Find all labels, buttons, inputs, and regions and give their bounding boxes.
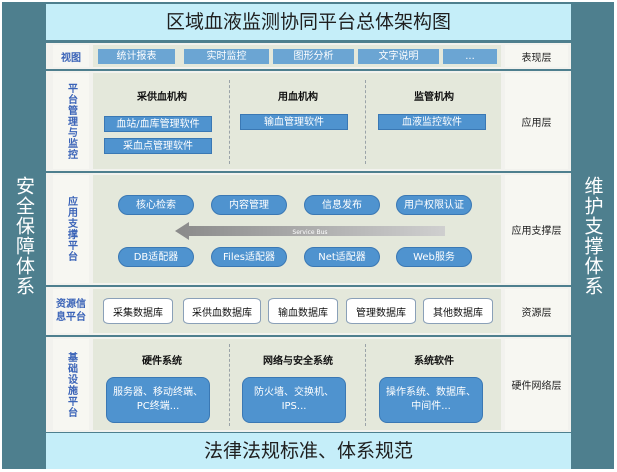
app-divider-1: [229, 80, 230, 164]
service-web[interactable]: Web服务: [396, 247, 472, 267]
tab-realtime[interactable]: 实时监控: [184, 49, 269, 64]
row-infra-layer: 硬件网络层: [505, 339, 568, 430]
row-view-label: 视图: [53, 45, 89, 67]
row-infra-label: 基础设施平台: [53, 339, 89, 430]
adapter-db[interactable]: DB适配器: [118, 247, 194, 267]
row-app-layer: 应用层: [505, 73, 568, 169]
service-bus-label: Service Bus: [292, 229, 327, 236]
tab-graph[interactable]: 图形分析: [273, 49, 354, 64]
infra-col-head-3: 系统软件: [414, 356, 454, 367]
row-app-label-text: 平台管理与监控: [65, 82, 77, 160]
db-collection[interactable]: 采集数据库: [103, 298, 173, 324]
row-app-label: 平台管理与监控: [53, 73, 89, 169]
infra-divider-2: [365, 344, 366, 426]
tab-more[interactable]: ...: [443, 49, 497, 64]
adapter-net[interactable]: Net适配器: [304, 247, 380, 267]
collection-point-software[interactable]: 采血点管理软件: [104, 138, 212, 154]
row-support-label: 应用支撑平台: [53, 175, 89, 283]
row-view-layer: 表现层: [505, 45, 568, 67]
tab-statistics[interactable]: 统计报表: [98, 49, 175, 64]
row-infra-label-text: 基础设施平台: [65, 351, 77, 418]
app-divider-2: [365, 80, 366, 164]
infra-system-software[interactable]: 操作系统、数据库、中间件...: [379, 377, 483, 423]
service-bus-shape: [175, 222, 445, 240]
row-resource-layer: 资源层: [505, 289, 568, 333]
row-support-layer: 应用支撑层: [505, 175, 568, 283]
blood-monitor-software[interactable]: 血液监控软件: [378, 114, 486, 130]
diagram-title: 区域血液监测协同平台总体架构图: [46, 4, 571, 40]
service-auth[interactable]: 用户权限认证: [396, 195, 472, 215]
blood-bank-software[interactable]: 血站/血库管理软件: [104, 116, 212, 132]
service-publish[interactable]: 信息发布: [304, 195, 380, 215]
service-bus-arrow: Service Bus: [175, 222, 445, 240]
row-resource-label: 资源信息平台: [53, 289, 89, 333]
infra-network[interactable]: 防火墙、交换机、IPS...: [242, 377, 346, 423]
app-col-head-2: 用血机构: [278, 92, 318, 103]
db-transfusion[interactable]: 输血数据库: [268, 298, 338, 324]
db-other[interactable]: 其他数据库: [423, 298, 493, 324]
infra-divider-1: [229, 344, 230, 426]
bottom-banner: 法律法规标准、体系规范: [46, 433, 571, 469]
db-supply[interactable]: 采供血数据库: [183, 298, 261, 324]
right-side-bar: 维护支撑体系: [571, 2, 614, 469]
row-support-label-text: 应用支撑平台: [65, 196, 77, 262]
app-col-head-3: 监管机构: [414, 92, 454, 103]
service-core-search[interactable]: 核心检索: [118, 195, 194, 215]
infra-col-head-1: 硬件系统: [142, 356, 182, 367]
adapter-files[interactable]: Files适配器: [211, 247, 287, 267]
tab-text[interactable]: 文字说明: [358, 49, 439, 64]
left-side-bar: 安全保障体系: [2, 2, 46, 469]
app-col-head-1: 采供血机构: [137, 92, 187, 103]
db-management[interactable]: 管理数据库: [346, 298, 416, 324]
transfusion-software[interactable]: 输血管理软件: [240, 114, 348, 130]
left-side-label: 安全保障体系: [13, 175, 35, 296]
infra-col-head-2: 网络与安全系统: [263, 356, 333, 367]
right-side-label: 维护支撑体系: [581, 175, 604, 296]
service-content-mgmt[interactable]: 内容管理: [211, 195, 287, 215]
infra-hardware[interactable]: 服务器、移动终端、PC终端...: [106, 377, 210, 423]
